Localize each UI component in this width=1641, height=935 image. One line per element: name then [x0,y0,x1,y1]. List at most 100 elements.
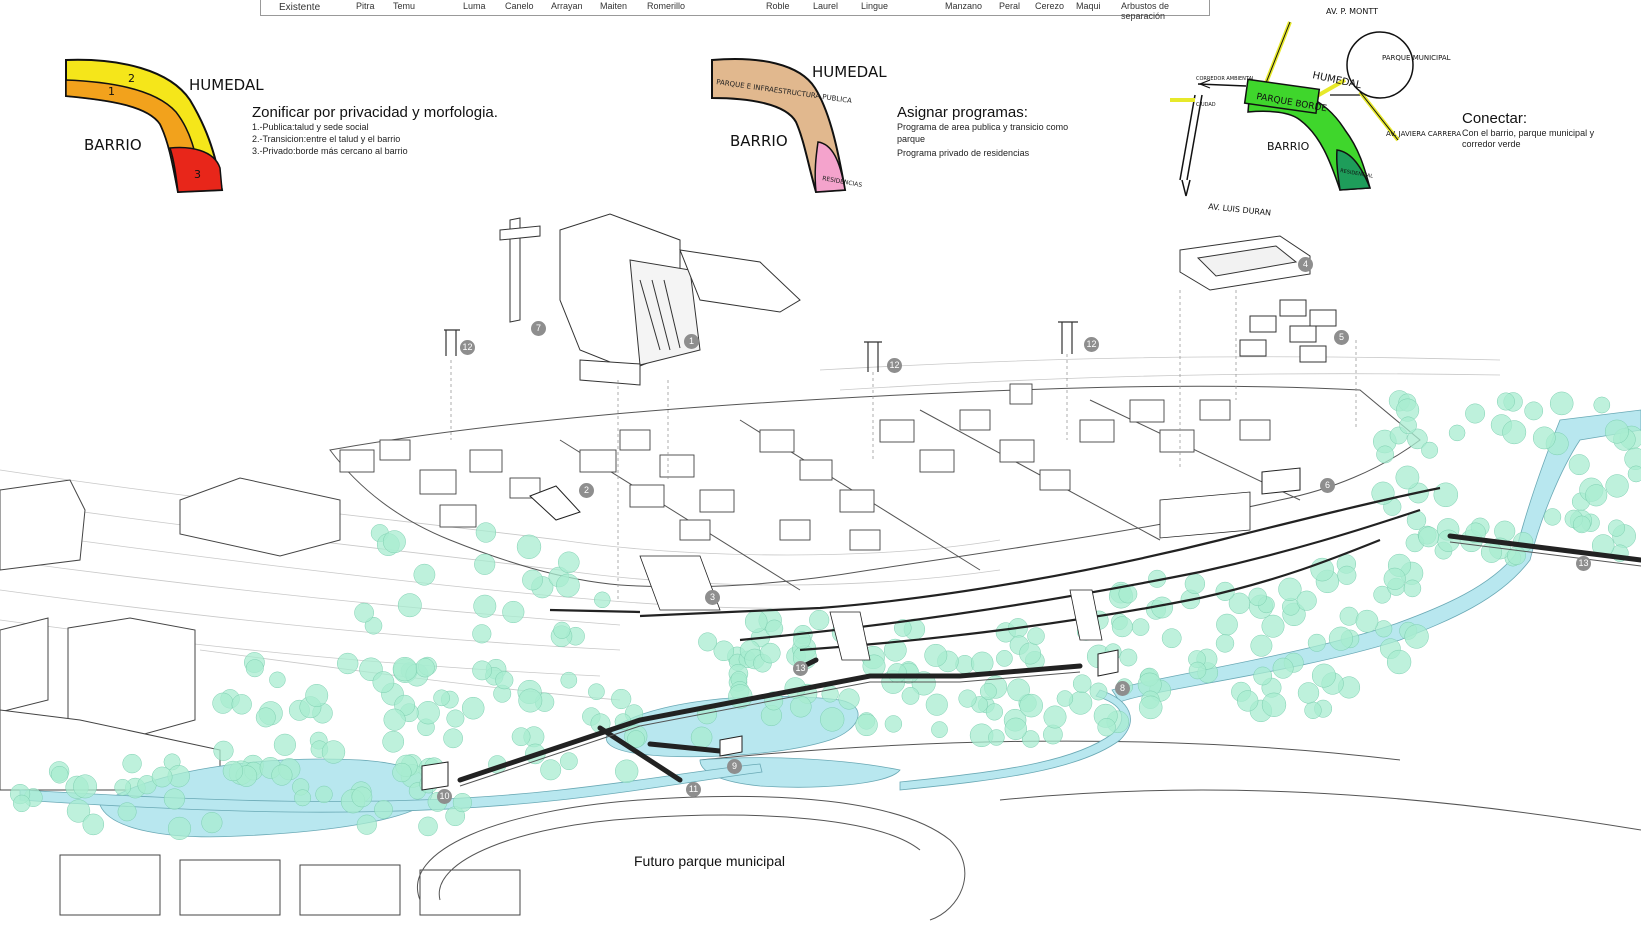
exploded-pergolas [444,321,1078,372]
tree [1418,526,1440,548]
tree [382,730,405,753]
tree [883,638,907,662]
exploded-sede-social [499,213,801,386]
tree [1437,529,1460,552]
tree [66,799,91,823]
tree [305,684,329,707]
tree [392,656,418,682]
legend-item: Pitra [356,1,375,11]
tree [1019,693,1043,718]
tree [744,610,768,633]
future-park-caption: Futuro parque municipal [634,853,785,869]
connect-line-2: corredor verde [1462,139,1521,149]
tree [1111,616,1133,638]
tree [1272,657,1294,679]
tree [255,707,276,728]
tree [1097,718,1116,737]
tree [1296,590,1317,611]
tree [1056,690,1074,707]
tree [1607,519,1626,537]
legend-item: Temu [393,1,416,11]
connect-label-av-bottom: AV. LUIS DURAN [1208,202,1272,218]
tree [415,658,435,678]
tree [985,703,1003,721]
tree [1138,695,1163,720]
marker-9: 9 [727,759,742,774]
tree [996,650,1013,667]
connect-label-ciudad: CIUDAD [1196,102,1216,108]
legend-label-existente: Existente [279,2,321,13]
marker-12b: 12 [887,358,902,373]
tree [271,764,293,786]
tree [611,688,632,710]
tree [925,693,948,716]
tree [588,683,605,701]
tree [356,814,377,835]
legend-item: Roble [766,1,790,11]
tree [790,695,812,718]
species-legend-strip: Existente Pitra Temu Luma Canelo Arrayan… [260,0,1210,21]
tree [472,660,492,681]
tree [1627,465,1641,483]
tree [1007,678,1030,702]
tree [1188,661,1207,680]
tree [1328,626,1353,651]
connect-label-av-right: AV. JAVIERA CARRERA [1386,130,1461,138]
tree [1304,701,1322,719]
connect-label-residencial: RESIDENCIAL [1340,168,1374,180]
tree [894,619,912,637]
tree [502,600,525,624]
tree [1502,420,1527,445]
wetland-water [19,409,1641,838]
tree [1119,648,1138,667]
marker-7: 7 [531,321,546,336]
tree [1184,573,1206,594]
tree [1376,445,1394,464]
tree [690,726,713,749]
exploded-residences [1239,299,1337,363]
tree [163,788,185,810]
programs-label-humedal: HUMEDAL [812,63,887,81]
tree [472,624,492,644]
tree [558,551,580,574]
tree [540,759,562,781]
tree [212,692,234,714]
tree [924,643,948,667]
tree [1043,705,1067,729]
zoning-label-barrio: BARRIO [84,136,142,154]
tree [413,563,436,586]
tree [522,569,543,591]
tree [1386,649,1412,675]
tree [474,553,496,575]
zoning-title: Zonificar por privacidad y morfologia. [252,104,498,121]
tree [1573,515,1591,534]
tree [1403,579,1422,598]
tree [167,816,192,840]
tree [1297,682,1320,704]
terraces [549,486,1441,652]
zoning-line-3: 3.-Privado:borde más cercano al barrio [252,146,408,156]
legend-item: Romerillo [647,1,686,11]
tree [560,752,578,771]
tree [1250,634,1273,657]
tree [809,609,830,631]
tree [418,816,438,837]
tree [765,619,784,638]
tree [855,713,878,737]
tree [382,530,406,554]
tree [1407,428,1428,450]
tree [1339,606,1359,626]
tree [553,621,571,639]
tree [1532,426,1556,450]
zone-3-label: 3 [194,168,201,181]
tree [1027,627,1045,645]
marker-3: 3 [705,590,720,605]
tree [1019,642,1042,665]
tree [511,727,531,747]
marker-10: 10 [437,789,452,804]
tree [294,789,312,807]
tree [151,766,173,788]
programs-line-3: Programa privado de residencias [897,148,1030,158]
houses [339,383,1271,551]
